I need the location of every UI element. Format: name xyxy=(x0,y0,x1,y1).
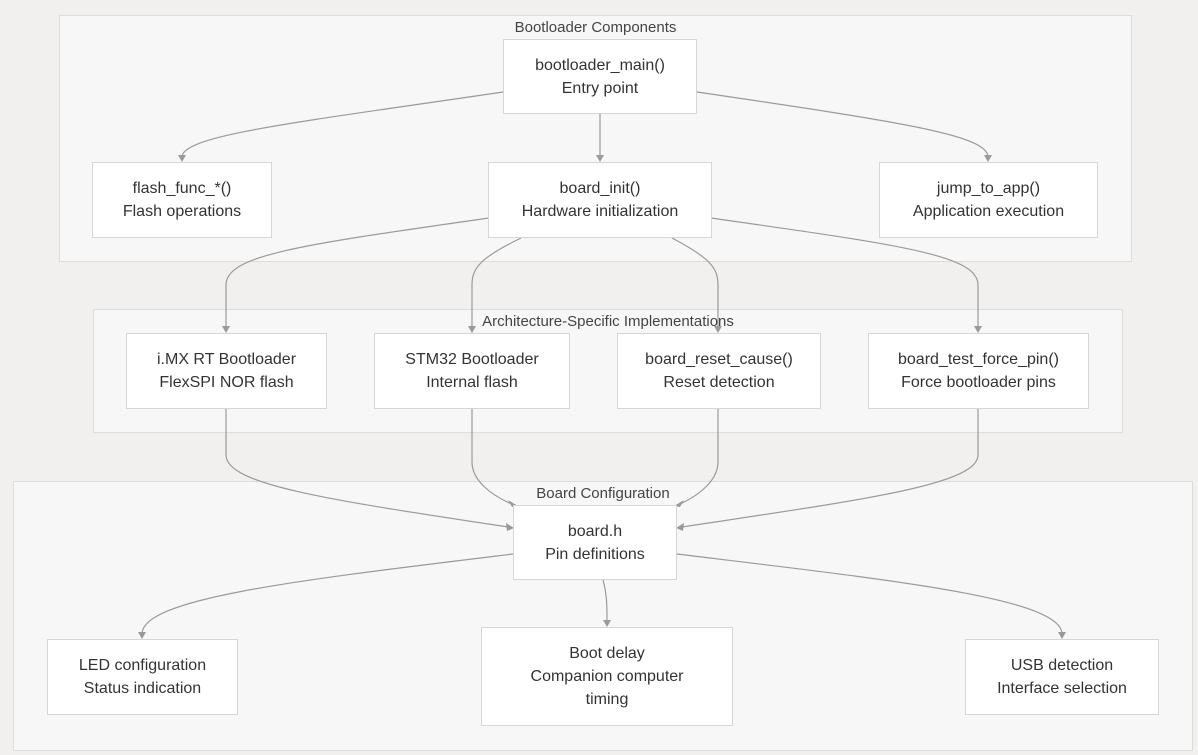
node-subtitle: Status indication xyxy=(83,680,202,697)
node-subtitle: Entry point xyxy=(561,79,639,97)
node-title: bootloader_main() xyxy=(535,56,665,74)
cluster-title: Bootloader Components xyxy=(514,19,677,36)
node-title: flash_func_*() xyxy=(132,180,232,197)
node-board-reset-cause: board_reset_cause() Reset detection xyxy=(617,333,821,409)
node-title: STM32 Bootloader xyxy=(405,351,539,368)
node-subtitle-cont: timing xyxy=(585,691,629,708)
node-title: i.MX RT Bootloader xyxy=(156,351,297,368)
node-title: board_init() xyxy=(559,180,641,197)
node-bootloader-main: bootloader_main() Entry point xyxy=(503,39,697,114)
cluster-title: Board Configuration xyxy=(536,485,670,502)
node-subtitle: Force bootloader pins xyxy=(901,374,1056,391)
node-flash-func: flash_func_*() Flash operations xyxy=(92,162,272,238)
node-subtitle: Hardware initialization xyxy=(521,203,679,220)
node-board-h: board.h Pin definitions xyxy=(513,505,677,580)
node-subtitle: Application execution xyxy=(912,203,1065,220)
node-subtitle: Pin definitions xyxy=(545,545,645,563)
node-board-init: board_init() Hardware initialization xyxy=(488,162,712,238)
node-subtitle: Interface selection xyxy=(997,680,1127,697)
node-jump-to-app: jump_to_app() Application execution xyxy=(879,162,1098,238)
node-title: board_reset_cause() xyxy=(645,351,793,368)
node-board-test-force-pin: board_test_force_pin() Force bootloader … xyxy=(868,333,1089,409)
node-stm32-bootloader: STM32 Bootloader Internal flash xyxy=(374,333,570,409)
cluster-title: Architecture-Specific Implementations xyxy=(482,313,734,330)
node-title: jump_to_app() xyxy=(936,180,1041,197)
node-imx-rt-bootloader: i.MX RT Bootloader FlexSPI NOR flash xyxy=(126,333,327,409)
node-led-configuration: LED configuration Status indication xyxy=(47,639,238,715)
node-subtitle: Reset detection xyxy=(663,374,775,391)
node-title: board_test_force_pin() xyxy=(898,351,1059,368)
node-subtitle: Companion computer xyxy=(530,668,684,685)
node-title: Boot delay xyxy=(569,645,645,662)
node-subtitle: FlexSPI NOR flash xyxy=(159,374,294,391)
node-title: USB detection xyxy=(1010,657,1114,674)
node-title: LED configuration xyxy=(78,657,207,674)
node-subtitle: Internal flash xyxy=(426,374,518,391)
node-usb-detection: USB detection Interface selection xyxy=(965,639,1159,715)
node-boot-delay: Boot delay Companion computer timing xyxy=(481,627,733,726)
node-subtitle: Flash operations xyxy=(122,203,242,220)
node-title: board.h xyxy=(567,522,623,540)
